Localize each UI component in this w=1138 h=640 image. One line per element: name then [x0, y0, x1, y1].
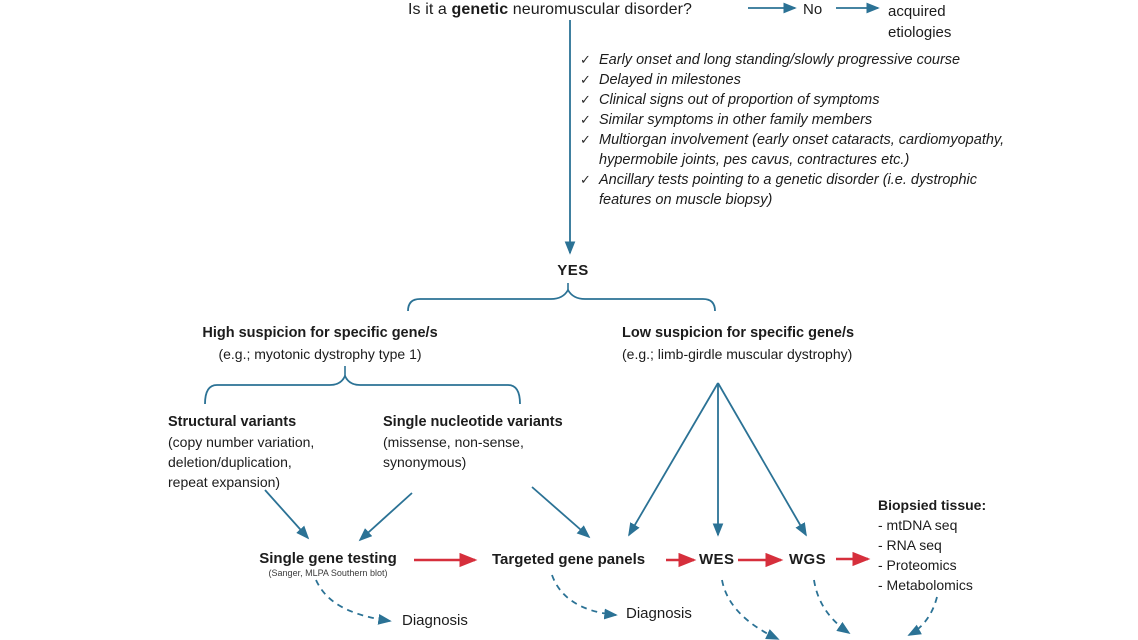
- criterion-item: ✓ Delayed in milestones: [580, 70, 1012, 90]
- dashed-tgp-to-diagnosis: [551, 574, 618, 620]
- check-icon: ✓: [580, 72, 591, 87]
- etiologies-line: etiologies: [888, 24, 952, 41]
- criterion-item: ✓ Clinical signs out of proportion of sy…: [580, 90, 1012, 110]
- criterion-text: Similar symptoms in other family members: [599, 112, 873, 128]
- biopsied-item: - Metabolomics: [878, 577, 973, 593]
- dashed-wgs-down: [813, 579, 851, 635]
- structural-variants-line: repeat expansion): [168, 474, 281, 490]
- arrow-low-to-wgs: [717, 382, 807, 537]
- low-suspicion-branch: Low suspicion for specific gene/s (e.g.;…: [622, 323, 922, 365]
- root-question: Is it a genetic neuromuscular disorder?: [408, 1, 692, 19]
- dashed-sgt-to-diagnosis: [315, 579, 392, 625]
- structural-variants-title: Structural variants: [168, 414, 297, 430]
- high-suspicion-brace: [204, 373, 521, 405]
- acquired-etiologies-label: acquired etiologies: [888, 1, 951, 43]
- low-suspicion-title: Low suspicion for specific gene/s: [622, 325, 855, 341]
- snv-line: synonymous): [383, 454, 467, 470]
- check-icon: ✓: [580, 92, 591, 107]
- high-suspicion-title: High suspicion for specific gene/s: [202, 325, 438, 341]
- criterion-item: ✓ Ancillary tests pointing to a genetic …: [580, 170, 1012, 210]
- structural-variants-line: deletion/duplication,: [168, 454, 292, 470]
- high-suspicion-branch: High suspicion for specific gene/s (e.g.…: [150, 323, 490, 365]
- low-suspicion-subtitle: (e.g.; limb-girdle muscular dystrophy): [622, 346, 853, 362]
- structural-variants-node: Structural variants (copy number variati…: [168, 412, 314, 492]
- question-prefix: Is it a: [408, 1, 452, 18]
- check-icon: ✓: [580, 112, 591, 127]
- criterion-item: ✓ Multiorgan involvement (early onset ca…: [580, 130, 1012, 170]
- biopsied-tissue-title: Biopsied tissue:: [878, 497, 987, 513]
- no-label: No: [803, 1, 823, 18]
- snv-title: Single nucleotide variants: [383, 414, 563, 430]
- diagnosis-label-right: Diagnosis: [626, 605, 692, 622]
- criterion-text: Clinical signs out of proportion of symp…: [599, 92, 880, 108]
- targeted-gene-panels-node: Targeted gene panels: [492, 551, 646, 568]
- wgs-node: WGS: [789, 551, 827, 568]
- yes-brace: [407, 288, 716, 312]
- dashed-wes-down: [721, 579, 780, 640]
- arrow-snv-to-sgt: [358, 492, 413, 542]
- biopsied-item: - Proteomics: [878, 557, 957, 573]
- single-nucleotide-variants-node: Single nucleotide variants (missense, no…: [383, 412, 563, 472]
- snv-line: (missense, non-sense,: [383, 434, 524, 450]
- criterion-text: Early onset and long standing/slowly pro…: [599, 52, 961, 68]
- biopsied-tissue-node: Biopsied tissue: - mtDNA seq - RNA seq -…: [878, 495, 986, 595]
- high-suspicion-subtitle: (e.g.; myotonic dystrophy type 1): [218, 346, 422, 362]
- question-emphasis: genetic: [451, 1, 509, 18]
- wes-node: WES: [699, 551, 735, 568]
- single-gene-testing-title: Single gene testing: [259, 550, 397, 567]
- single-gene-testing-node: Single gene testing (Sanger, MLPA Southe…: [243, 550, 413, 578]
- criterion-text: Ancillary tests pointing to a genetic di…: [599, 172, 977, 208]
- check-icon: ✓: [580, 132, 591, 147]
- question-suffix: neuromuscular disorder?: [508, 1, 693, 18]
- check-icon: ✓: [580, 52, 591, 67]
- arrow-snv-to-tgp: [531, 486, 591, 539]
- criterion-item: ✓ Similar symptoms in other family membe…: [580, 110, 1012, 130]
- check-icon: ✓: [580, 172, 591, 187]
- criterion-item: ✓ Early onset and long standing/slowly p…: [580, 50, 1012, 70]
- genetic-criteria-list: ✓ Early onset and long standing/slowly p…: [580, 50, 1012, 210]
- arrow-low-to-tgp: [628, 382, 719, 537]
- yes-label: YES: [557, 262, 589, 279]
- arrow-structural-to-sgt: [264, 489, 310, 540]
- criterion-text: Multiorgan involvement (early onset cata…: [599, 132, 1005, 168]
- diagnosis-label-left: Diagnosis: [402, 612, 468, 629]
- biopsied-item: - RNA seq: [878, 537, 942, 553]
- criterion-text: Delayed in milestones: [599, 72, 741, 88]
- dashed-biopsied-down: [907, 596, 938, 636]
- single-gene-testing-methods: (Sanger, MLPA Southern blot): [268, 568, 388, 578]
- acquired-line: acquired: [888, 3, 946, 20]
- structural-variants-line: (copy number variation,: [168, 434, 315, 450]
- biopsied-item: - mtDNA seq: [878, 517, 958, 533]
